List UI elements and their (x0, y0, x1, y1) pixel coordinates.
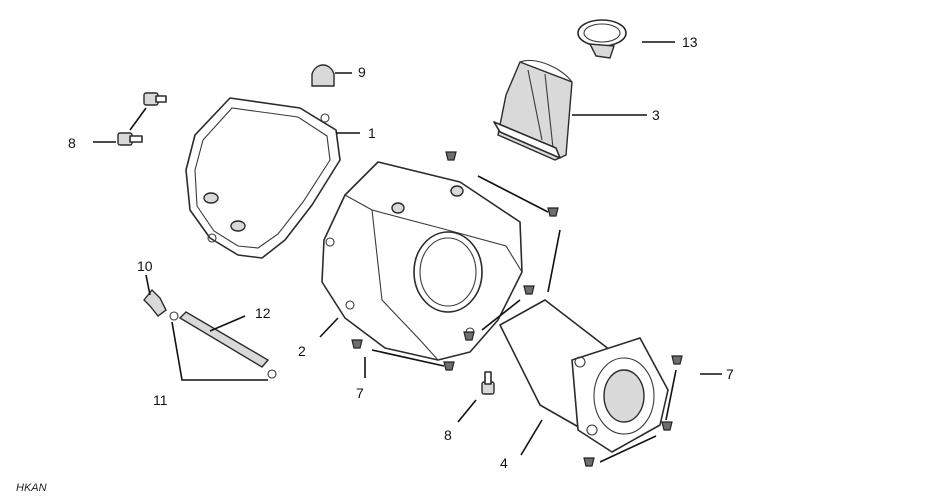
part-11-clips (169, 311, 277, 379)
part-13-clamp (577, 19, 627, 59)
part-2-airbox-housing (321, 161, 523, 361)
part-9-cap (311, 64, 335, 87)
part-8-bolt-lower (117, 132, 143, 146)
part-8-bolt-upper (143, 92, 167, 106)
part-3-intake-boot (493, 60, 573, 161)
callout-4: 4 (500, 455, 508, 471)
callout-1: 1 (368, 125, 376, 141)
callout-13: 13 (682, 34, 698, 50)
callout-12: 12 (255, 305, 271, 321)
callout-10: 10 (137, 258, 153, 274)
callout-3: 3 (652, 107, 660, 123)
part-1-airbox-cover (185, 97, 341, 259)
leader-lines (93, 41, 722, 463)
part-4-air-filter (499, 299, 669, 453)
callout-7-left: 7 (356, 385, 364, 401)
callout-2: 2 (298, 343, 306, 359)
part-12-tube (178, 311, 270, 368)
part-8-bolt-bottom (481, 371, 495, 395)
part-10-elbow (143, 288, 167, 317)
callout-8-bottom: 8 (444, 427, 452, 443)
part-7-screws (351, 151, 683, 467)
callout-11: 11 (153, 392, 168, 408)
watermark-text: HKAN (16, 482, 47, 494)
callout-9: 9 (358, 64, 366, 80)
callout-8-left: 8 (68, 135, 76, 151)
callout-7-right: 7 (726, 366, 734, 382)
